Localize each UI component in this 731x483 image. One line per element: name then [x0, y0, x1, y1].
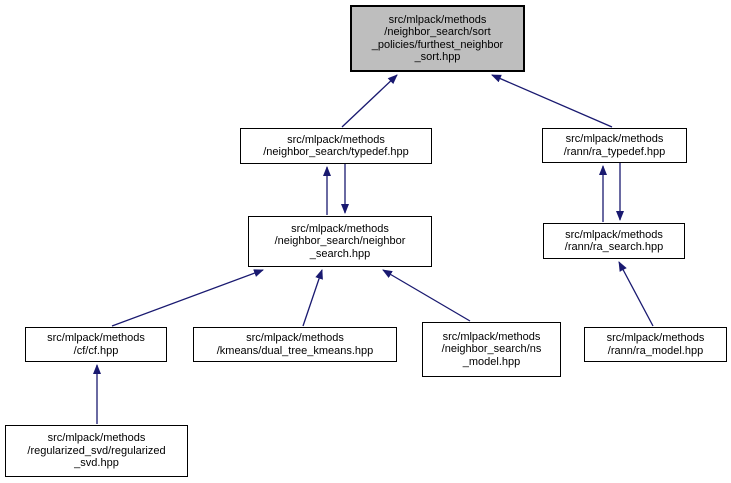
graph-node-regularized-svd-hpp[interactable]: src/mlpack/methods/regularized_svd/regul…: [5, 425, 188, 477]
graph-node-kmeans-dual-tree-kmeans-hpp[interactable]: src/mlpack/methods/kmeans/dual_tree_kmea…: [193, 327, 397, 362]
node-label-line: /rann/ra_search.hpp: [564, 241, 664, 253]
graph-node-neighbor-search-ns-model-hpp[interactable]: src/mlpack/methods/neighbor_search/ns_mo…: [422, 322, 561, 377]
node-label-line: _search.hpp: [309, 247, 371, 260]
edge-rann-ra-model-hpp--to--rann-ra-search-hpp: [618, 261, 654, 327]
node-label-line: /neighbor_search/sort: [384, 26, 491, 38]
graph-node-rann-ra-search-hpp[interactable]: src/mlpack/methods/rann/ra_search.hpp: [543, 223, 685, 259]
graph-node-neighbor-search-hpp[interactable]: src/mlpack/methods/neighbor_search/neigh…: [248, 216, 432, 267]
edge-neighbor-search-ns-model-hpp--to--neighbor-search-hpp: [382, 269, 471, 322]
node-label-line: src/mlpack/methods: [442, 330, 541, 343]
node-label-line: src/mlpack/methods: [246, 332, 344, 344]
node-label-line: /kmeans/dual_tree_kmeans.hpp: [216, 344, 374, 357]
edge-rann-ra-typedef-hpp--to--furthest-neighbor-sort-hpp: [491, 74, 613, 128]
node-label-line: src/mlpack/methods: [47, 332, 145, 344]
node-label-line: _policies/furthest_neighbor: [371, 38, 504, 51]
edge-neighbor-search-typedef-hpp--to--furthest-neighbor-sort-hpp: [341, 74, 398, 128]
node-label-line: _model.hpp: [462, 355, 521, 368]
node-label-line: /regularized_svd/regularized: [27, 444, 166, 457]
graph-node-furthest-neighbor-sort-hpp[interactable]: src/mlpack/methods/neighbor_search/sort_…: [350, 5, 525, 72]
node-label-line: src/mlpack/methods: [565, 228, 663, 241]
edge-cf-cf-hpp--to--neighbor-search-hpp: [111, 269, 264, 327]
graph-node-neighbor-search-typedef-hpp[interactable]: src/mlpack/methods/neighbor_search/typed…: [240, 128, 432, 164]
graph-node-cf-cf-hpp[interactable]: src/mlpack/methods/cf/cf.hpp: [25, 327, 167, 362]
node-label-line: src/mlpack/methods: [47, 432, 146, 445]
node-label-line: src/mlpack/methods: [565, 133, 664, 145]
node-label-line: /rann/ra_typedef.hpp: [563, 145, 666, 158]
node-label-line: /rann/ra_model.hpp: [607, 344, 704, 357]
node-label-line: src/mlpack/methods: [606, 332, 705, 344]
graph-node-rann-ra-model-hpp[interactable]: src/mlpack/methods/rann/ra_model.hpp: [584, 327, 727, 362]
node-label-line: src/mlpack/methods: [291, 222, 389, 235]
node-label-line: src/mlpack/methods: [388, 13, 487, 26]
node-label-line: src/mlpack/methods: [287, 133, 385, 146]
edge-kmeans-dual-tree-kmeans-hpp--to--neighbor-search-hpp: [302, 269, 323, 327]
node-label-line: /neighbor_search/typedef.hpp: [263, 146, 409, 158]
edge-group: [93, 74, 654, 424]
node-label-line: _sort.hpp: [414, 51, 461, 63]
graph-node-rann-ra-typedef-hpp[interactable]: src/mlpack/methods/rann/ra_typedef.hpp: [542, 128, 687, 163]
node-label-line: /neighbor_search/ns: [441, 343, 542, 356]
node-label-line: /neighbor_search/neighbor: [274, 235, 406, 248]
node-label-line: _svd.hpp: [74, 457, 119, 470]
node-label-line: /cf/cf.hpp: [73, 344, 119, 357]
